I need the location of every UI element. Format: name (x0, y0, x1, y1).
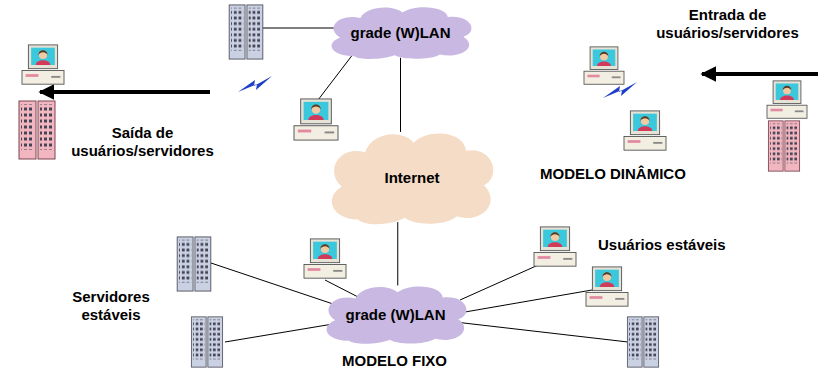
diagram-label: Saída de usuários/servidores (60, 124, 225, 160)
cloud-shape (331, 7, 471, 59)
network-cloud: grade (W)LAN (323, 4, 479, 60)
network-cloud: grade (W)LAN (318, 283, 474, 345)
cloud-label: grade (W)LAN (346, 306, 446, 323)
network-link (400, 58, 401, 132)
cloud-label: Internet (384, 169, 439, 186)
cloud-label: grade (W)LAN (351, 24, 451, 41)
diagram-label: Entrada de usuários/servidores (640, 6, 815, 42)
network-link (397, 222, 398, 285)
network-cloud: Internet (322, 128, 502, 226)
diagram-label: MODELO FIXO (342, 352, 482, 370)
diagram-label: MODELO DINÂMICO (540, 165, 740, 183)
diagram-label: Servidores estáveis (55, 288, 167, 324)
cloud-shape (332, 134, 493, 225)
diagram-label: Usuários estáveis (598, 236, 758, 254)
cloud-shape (326, 287, 466, 344)
